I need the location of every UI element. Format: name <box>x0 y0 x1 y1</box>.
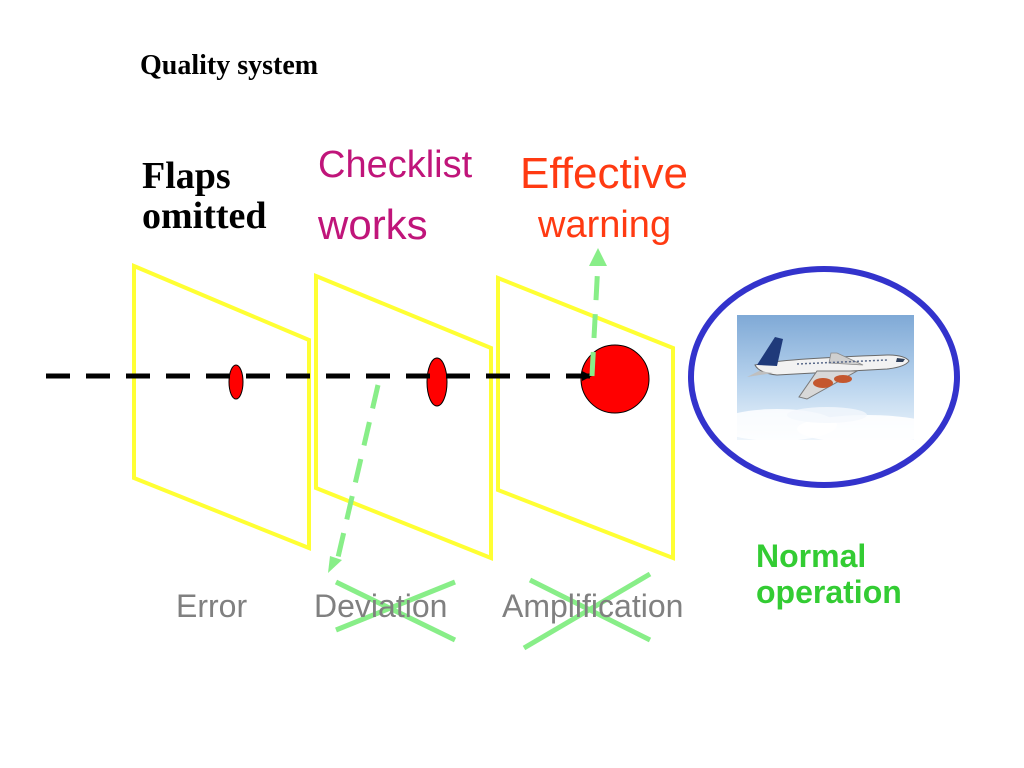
stage-label-amplification: Amplification <box>502 588 684 624</box>
warning-label-line2: warning <box>538 204 672 246</box>
stage-label-error: Error <box>176 588 248 624</box>
stage-label-deviation: Deviation <box>314 588 448 624</box>
defense-slice-deviation <box>314 273 493 561</box>
cross-mark-icon <box>334 579 457 643</box>
outcome-label-line2: operation <box>756 574 902 610</box>
checklist-label-line1: Checklist <box>318 144 473 186</box>
airplane-photo <box>737 315 914 440</box>
warning-label-line1: Effective <box>520 149 688 198</box>
event-label-line2: omitted <box>142 195 267 237</box>
slide-title: Quality system <box>140 50 319 81</box>
cross-mark-icon <box>522 571 652 651</box>
outcome-ring <box>688 266 960 488</box>
airplane-icon <box>737 315 914 440</box>
hole-large <box>580 344 650 414</box>
event-label-line1: Flaps <box>142 155 231 197</box>
checklist-catch-arrowhead <box>328 556 342 573</box>
defense-slice-amplification <box>496 275 675 561</box>
hole-small <box>228 364 244 400</box>
event-label: Flaps omitted <box>142 156 267 236</box>
outcome-label: Normal operation <box>756 538 902 610</box>
outcome-label-line1: Normal <box>756 538 867 574</box>
defense-slice-error <box>132 262 311 551</box>
warning-arrow <box>589 261 601 377</box>
checklist-catch-arrow <box>333 384 381 567</box>
checklist-label-line2: works <box>318 201 428 248</box>
warning-arrowhead <box>589 248 607 266</box>
hole-medium <box>426 357 448 407</box>
